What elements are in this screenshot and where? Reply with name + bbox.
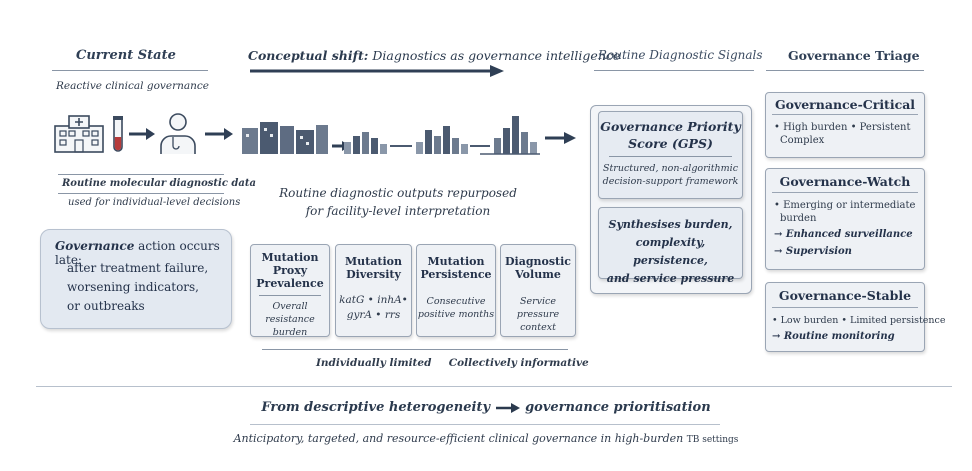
metric-body: Service pressure <box>516 296 560 320</box>
metric-title: Proxy <box>272 264 308 277</box>
metric-body: positive months <box>417 309 495 320</box>
metric-body: Consecutive <box>426 296 486 307</box>
triage-watch-action: → Enhanced surveillance <box>774 229 913 240</box>
data-label-rule <box>58 174 224 175</box>
footer-sub-main: Anticipatory, targeted, and resource-eff… <box>233 432 684 445</box>
triage-stable-action: → Routine monitoring <box>772 331 895 342</box>
conceptual-shift-title: Conceptual shift: Diagnostics as governa… <box>248 48 620 63</box>
triage-stable-line: • Low burden • Limited persistence <box>772 315 946 326</box>
triage-critical-title: Governance-Critical <box>774 97 916 112</box>
gps-desc: decision-support framework <box>602 176 739 187</box>
gps-desc: Structured, non-algorithmic <box>602 163 739 174</box>
triage-critical-line: • High burden • Persistent <box>774 122 911 133</box>
metrics-caption-left: Individually limited <box>316 357 432 369</box>
callout-line: or outbreaks <box>67 299 145 313</box>
gps-title: Score (GPS) <box>628 136 713 151</box>
triage-watch-card: Governance-Watch • Emerging or intermedi… <box>765 168 925 270</box>
right-arrow-icon <box>205 128 233 140</box>
footer-rule-mid <box>250 424 720 425</box>
metric-title: Diagnostic <box>504 255 572 268</box>
bar-cluster-icon <box>242 116 576 155</box>
late-action-callout: Governance action occurs late: after tre… <box>40 229 232 329</box>
repurpose-text: Routine diagnostic outputs repurposed fo… <box>268 184 528 220</box>
conceptual-shift-rest: Diagnostics as governance intelligence <box>368 48 621 63</box>
metric-body: context <box>520 322 556 333</box>
metric-body: resistance burden <box>265 314 315 338</box>
metric-card-prevalence: Mutation Proxy Prevalence Overall resist… <box>250 244 330 338</box>
current-state-heading: Current State <box>76 48 176 63</box>
triage-watch-line: burden <box>780 213 817 224</box>
metrics-caption: Individually limited Collectively inform… <box>316 357 589 369</box>
conceptual-shift-arrow <box>250 65 504 77</box>
signals-heading: Routine Diagnostic Signals <box>598 48 763 62</box>
hospital-icon <box>54 115 104 153</box>
footer-rule-top <box>36 386 952 387</box>
metric-title: Mutation <box>345 255 402 268</box>
repurpose-line1: Routine diagnostic outputs repurposed <box>279 186 517 200</box>
triage-watch-line: • Emerging or intermediate <box>774 200 916 211</box>
data-label-rule-2 <box>58 193 224 194</box>
triage-heading: Governance Triage <box>788 48 920 63</box>
triage-stable-card: Governance-Stable • Low burden • Limited… <box>765 282 945 352</box>
metric-title: Mutation <box>261 251 319 264</box>
synthesis-card: Synthesises burden, complexity, persiste… <box>598 207 743 285</box>
triage-watch-action: → Supervision <box>774 246 852 257</box>
footer-sub-tail: TB settings <box>686 435 739 445</box>
footer-main-right: governance prioritisation <box>525 400 711 415</box>
metric-card-diversity: Mutation Diversity katG • inhA• gyrA • r… <box>335 244 412 337</box>
conceptual-shift-bold: Conceptual shift: <box>248 48 369 63</box>
footer-sub: Anticipatory, targeted, and resource-eff… <box>0 432 972 445</box>
right-arrow-icon <box>129 128 155 140</box>
data-label-line1: Routine molecular diagnostic data <box>62 178 256 189</box>
metric-body: gyrA • rrs <box>346 309 401 321</box>
callout-lead-bold: Governance <box>55 239 135 253</box>
signals-rule <box>594 70 754 71</box>
metric-title: Volume <box>515 268 561 281</box>
triage-critical-card: Governance-Critical • High burden • Pers… <box>765 92 925 158</box>
metric-body: Overall <box>272 301 308 312</box>
synthesis-line: Synthesises burden, <box>608 218 733 231</box>
callout-lead-rest: action occurs late: <box>55 239 220 267</box>
metric-title: Diversity <box>346 268 401 281</box>
triage-critical-line: Complex <box>780 135 825 146</box>
triage-stable-title: Governance-Stable <box>778 288 912 303</box>
triage-watch-title: Governance-Watch <box>779 174 911 189</box>
footer-main: From descriptive heterogeneity governanc… <box>0 400 972 415</box>
right-arrow-icon <box>495 402 520 413</box>
data-label-line2: used for individual-level decisions <box>68 197 241 208</box>
footer-main-left: From descriptive heterogeneity <box>261 400 491 415</box>
metric-card-persistence: Mutation Persistence Consecutive positiv… <box>416 244 496 337</box>
current-state-subheading: Reactive clinical governance <box>56 80 209 92</box>
gps-title: Governance Priority <box>600 119 741 134</box>
triage-rule <box>766 70 924 71</box>
metrics-caption-right: Collectively informative <box>448 357 589 369</box>
metric-title: Persistence <box>420 268 492 281</box>
synthesis-line: and service pressure <box>606 272 735 285</box>
gps-card: Governance Priority Score (GPS) Structur… <box>598 111 743 199</box>
callout-line: worsening indicators, <box>67 280 199 294</box>
clinician-icon <box>160 113 196 154</box>
repurpose-line2: for facility-level interpretation <box>305 204 491 218</box>
current-state-rule <box>52 70 208 71</box>
synthesis-line: complexity, persistence, <box>633 236 708 267</box>
test-tube-icon <box>113 116 123 152</box>
callout-line: after treatment failure, <box>67 261 209 275</box>
metric-body: katG • inhA• <box>339 294 408 306</box>
metric-title: Mutation <box>427 255 485 268</box>
metric-card-volume: Diagnostic Volume Service pressure conte… <box>500 244 576 337</box>
metrics-caption-rule <box>262 349 568 350</box>
metric-title: Prevalence <box>256 277 324 290</box>
